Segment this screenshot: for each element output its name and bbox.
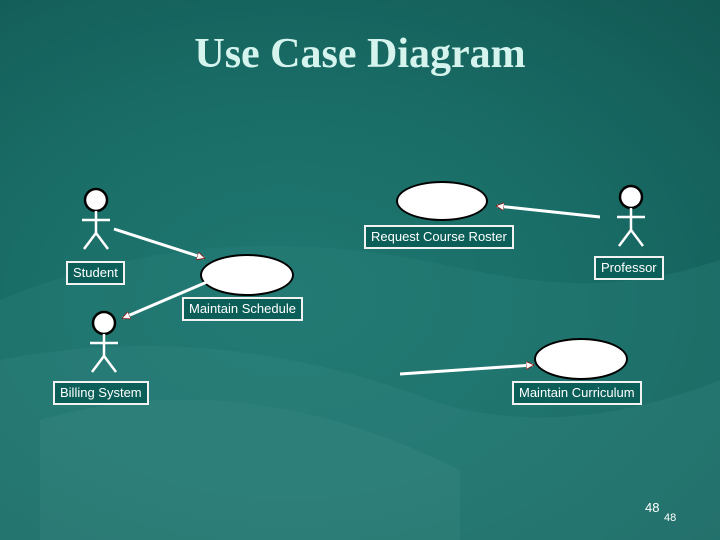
arrow-maintain-schedule-to-billing — [123, 282, 207, 318]
arrow-to-maintain-curriculum — [400, 365, 533, 374]
page-number-subscript: 48 — [664, 512, 676, 524]
arrow-professor-to-request-roster — [497, 206, 600, 217]
arrow-student-to-maintain-schedule — [114, 229, 204, 258]
page-number: 48 — [645, 500, 659, 515]
